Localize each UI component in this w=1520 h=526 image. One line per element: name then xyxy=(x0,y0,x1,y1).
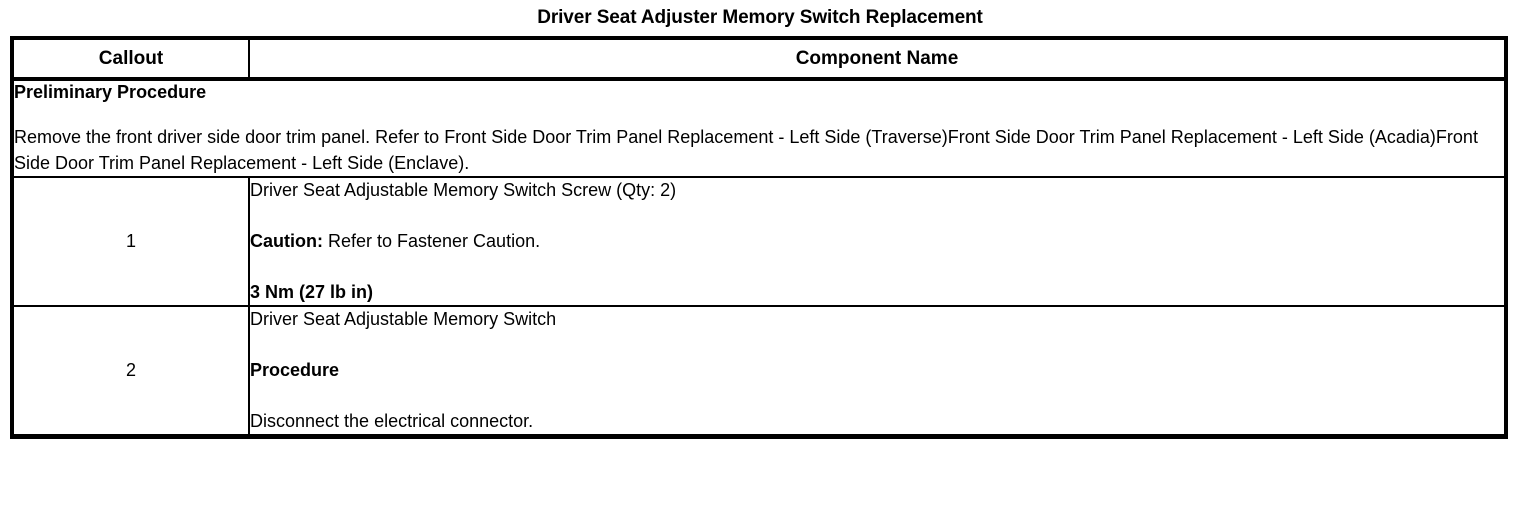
procedure-table: Callout Component Name Preliminary Proce… xyxy=(14,40,1504,434)
table-header-row: Callout Component Name xyxy=(14,40,1504,81)
component-cell: Driver Seat Adjustable Memory Switch Pro… xyxy=(249,306,1504,434)
caution-note: Caution: Refer to Fastener Caution. xyxy=(250,229,1504,254)
caution-text: Refer to Fastener Caution. xyxy=(322,231,541,251)
column-header-callout: Callout xyxy=(14,40,250,81)
table-row: 1 Driver Seat Adjustable Memory Switch S… xyxy=(14,177,1504,306)
callout-number: 1 xyxy=(14,177,250,306)
preliminary-procedure-heading: Preliminary Procedure xyxy=(14,82,207,102)
component-name-text: Driver Seat Adjustable Memory Switch xyxy=(250,309,557,329)
callout-number: 2 xyxy=(14,306,250,434)
component-name-text: Driver Seat Adjustable Memory Switch Scr… xyxy=(250,180,677,200)
procedure-table-container: Callout Component Name Preliminary Proce… xyxy=(10,36,1508,439)
page-title: Driver Seat Adjuster Memory Switch Repla… xyxy=(537,7,983,28)
preliminary-procedure-text: Remove the front driver side door trim p… xyxy=(14,127,1478,173)
procedure-label: Procedure xyxy=(250,360,340,380)
preliminary-procedure-row: Preliminary Procedure Remove the front d… xyxy=(14,79,1504,178)
torque-spec: 3 Nm (27 lb in) xyxy=(250,282,374,302)
component-cell: Driver Seat Adjustable Memory Switch Scr… xyxy=(249,177,1504,306)
column-header-component-name: Component Name xyxy=(249,40,1504,81)
procedure-step-text: Disconnect the electrical connector. xyxy=(250,411,534,431)
caution-label: Caution: xyxy=(250,231,323,251)
preliminary-procedure-cell: Preliminary Procedure Remove the front d… xyxy=(14,79,1504,178)
table-row: 2 Driver Seat Adjustable Memory Switch P… xyxy=(14,306,1504,434)
